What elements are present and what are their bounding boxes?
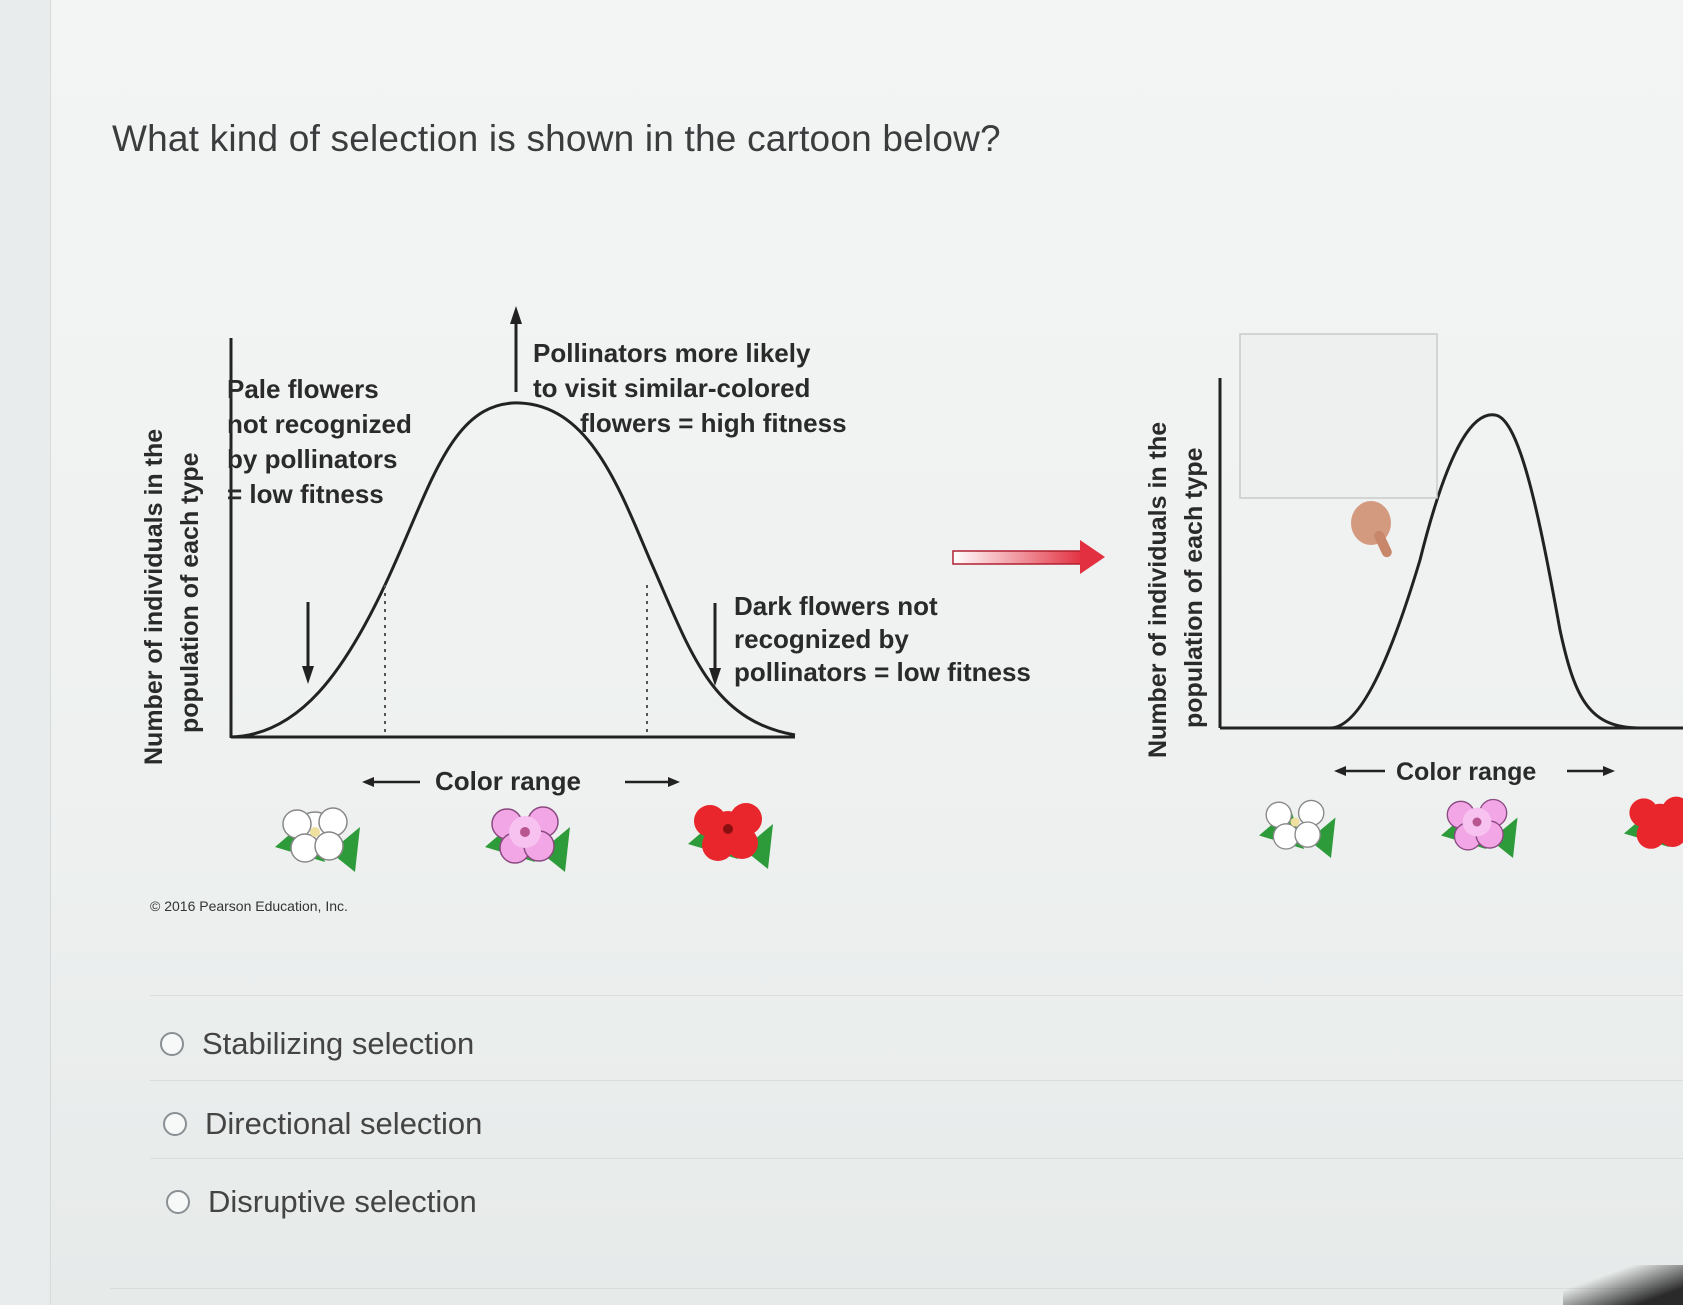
option-directional-label: Directional selection — [205, 1106, 483, 1141]
figure: Number of individuals in the population … — [140, 306, 1683, 914]
color-range-arrows-left — [362, 777, 680, 787]
middle-note: Pollinators more likely to visit similar… — [533, 336, 847, 441]
figure-graphics — [229, 306, 1683, 872]
arrow-down-pale — [302, 602, 314, 684]
right-distribution-curve — [1329, 413, 1641, 730]
transition-arrow — [952, 540, 1105, 574]
pale-note-line-3: by pollinators — [227, 444, 398, 474]
pale-note-line-2: not recognized — [227, 409, 412, 439]
screen — [50, 0, 1683, 1305]
left-y-label-line1: Number of individuals in the — [140, 428, 168, 765]
dark-note-line-3: pollinators = low fitness — [734, 657, 1031, 687]
middle-note-line-3: flowers = high fitness — [580, 408, 847, 438]
bezel-shadow — [1563, 1265, 1683, 1305]
divider-2 — [150, 1080, 1683, 1081]
color-range-arrows-right — [1334, 766, 1615, 776]
middle-note-line-2: to visit similar-colored — [533, 373, 811, 403]
dark-note-line-2: recognized by — [734, 624, 909, 654]
pale-note-line-4: = low fitness — [227, 479, 384, 509]
left-x-label: Color range — [435, 766, 581, 796]
divider-4 — [110, 1288, 1683, 1289]
radio-stabilizing[interactable] — [160, 1032, 184, 1056]
paper-cover — [1239, 333, 1438, 499]
right-y-label-line1: Number of individuals in the — [1144, 421, 1172, 758]
dark-note-line-1: Dark flowers not — [734, 591, 938, 621]
flower-medium-right-icon — [1441, 798, 1518, 858]
flower-dark-right-icon — [1624, 796, 1683, 849]
option-stabilizing[interactable]: Stabilizing selection — [160, 1026, 474, 1062]
option-stabilizing-label: Stabilizing selection — [202, 1026, 475, 1061]
flower-dark-icon — [688, 803, 773, 869]
divider-1 — [150, 995, 1683, 996]
right-y-label-line2: population of each type — [1180, 447, 1208, 728]
radio-disruptive[interactable] — [166, 1190, 190, 1214]
radio-directional[interactable] — [163, 1112, 187, 1136]
option-disruptive-label: Disruptive selection — [208, 1184, 477, 1219]
flower-pale-icon — [275, 807, 360, 872]
pale-note: Pale flowers not recognized by pollinato… — [227, 372, 412, 512]
arrow-up-middle — [510, 306, 522, 392]
right-x-label: Color range — [1396, 758, 1537, 786]
pale-note-line-1: Pale flowers — [227, 374, 379, 404]
question-text: What kind of selection is shown in the c… — [112, 118, 1001, 159]
option-disruptive[interactable]: Disruptive selection — [166, 1184, 477, 1220]
dark-note: Dark flowers not recognized by pollinato… — [734, 590, 1031, 689]
arrow-down-dark — [709, 603, 721, 686]
flower-pale-right-icon — [1259, 799, 1336, 858]
flower-medium-icon — [485, 806, 570, 872]
option-directional[interactable]: Directional selection — [163, 1106, 482, 1142]
pointing-hand-icon — [1351, 501, 1392, 558]
copyright-text: © 2016 Pearson Education, Inc. — [150, 898, 348, 914]
left-distribution-curve — [230, 401, 796, 739]
divider-3 — [150, 1158, 1683, 1159]
left-y-label-line2: population of each type — [176, 452, 204, 733]
middle-note-line-1: Pollinators more likely — [533, 338, 811, 368]
